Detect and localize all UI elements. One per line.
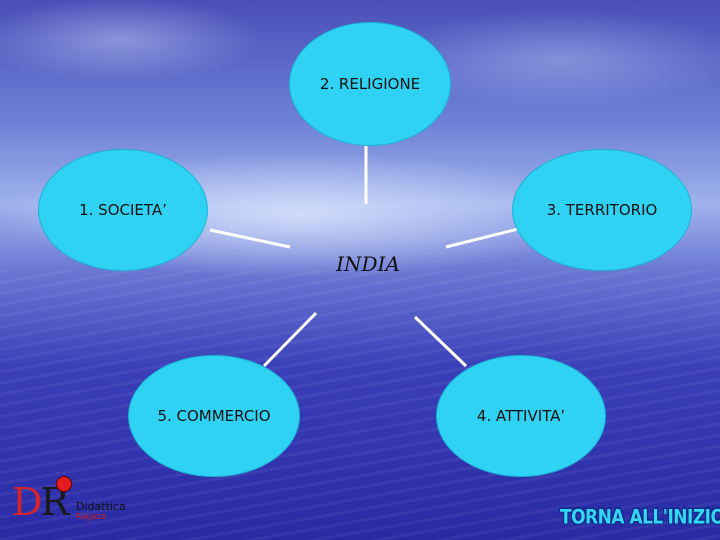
- logo: DR Didattica Ragazzi: [12, 474, 126, 526]
- node-attivita-label: 4. ATTIVITA’: [476, 407, 566, 425]
- node-commercio[interactable]: 5. COMMERCIO: [128, 355, 300, 477]
- ladybug-icon: [56, 476, 72, 492]
- node-societa[interactable]: 1. SOCIETA’: [38, 149, 208, 271]
- node-commercio-label: 5. COMMERCIO: [157, 407, 271, 425]
- node-religione[interactable]: 2. RELIGIONE: [289, 22, 451, 146]
- node-attivita[interactable]: 4. ATTIVITA’: [436, 355, 606, 477]
- connector-societa: [209, 228, 291, 249]
- node-societa-label: 1. SOCIETA’: [79, 201, 167, 219]
- logo-text: Didattica: [76, 500, 126, 513]
- logo-subtext: Ragazzi: [76, 512, 107, 521]
- connector-commercio: [262, 311, 318, 368]
- center-label: INDIA: [336, 252, 400, 276]
- node-religione-label: 2. RELIGIONE: [319, 75, 421, 93]
- back-to-start-link[interactable]: TORNA ALL'INIZIO: [560, 506, 720, 530]
- node-territorio[interactable]: 3. TERRITORIO: [512, 149, 692, 271]
- node-territorio-label: 3. TERRITORIO: [546, 201, 658, 219]
- connector-territorio: [445, 225, 527, 249]
- connector-attivita: [413, 315, 468, 368]
